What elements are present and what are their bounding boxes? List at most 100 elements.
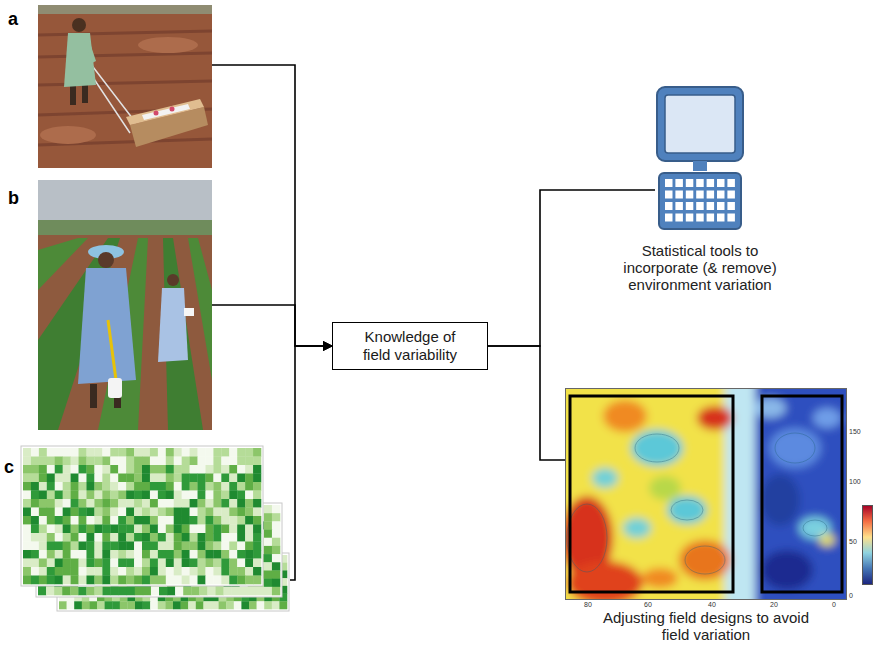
heatmap-cell — [198, 465, 206, 474]
heatmap-layer — [36, 503, 282, 597]
heatmap-cell — [134, 448, 142, 457]
heatmap-cell — [253, 482, 261, 491]
heatmap-cell — [23, 465, 31, 474]
heatmap-cell — [94, 550, 102, 559]
heatmap-cell — [272, 530, 280, 538]
heatmap-cell — [55, 525, 63, 534]
heatmap-cell — [63, 516, 71, 525]
heatmap-cell — [110, 491, 118, 500]
heatmap-cell — [237, 465, 245, 474]
heatmap-cell — [174, 567, 182, 576]
heatmap-cell — [150, 482, 158, 491]
heatmap-cell — [279, 601, 287, 609]
heatmap-cell — [264, 563, 272, 571]
caption: Statistical tools to incorporate (& remo… — [605, 242, 795, 293]
heatmap-cell — [86, 499, 94, 508]
heatmap-cell — [86, 559, 94, 568]
heatmap-cell — [38, 587, 46, 595]
heatmap-cell — [190, 559, 198, 568]
heatmap-cell — [94, 482, 102, 491]
heatmap-cell — [150, 448, 158, 457]
heatmap-cell — [174, 525, 182, 534]
heatmap-cell — [253, 448, 261, 457]
heatmap-cell — [39, 457, 47, 466]
heatmap-cell — [150, 533, 158, 542]
heatmap-cell — [134, 533, 142, 542]
keys — [665, 179, 735, 222]
heatmap-cell — [39, 542, 47, 551]
heatmap-cell — [31, 474, 39, 483]
heatmap-cell — [241, 601, 249, 609]
heatmap-cell — [205, 474, 213, 483]
heatmap-cell — [245, 491, 253, 500]
heatmap-cell — [63, 542, 71, 551]
heatmap-cell — [245, 465, 253, 474]
heatmap-cell — [264, 570, 272, 578]
field-map-node: Adjusting field designs to avoid field v… — [565, 388, 847, 600]
key — [696, 202, 704, 210]
heatmap-cell — [142, 525, 150, 534]
heatmap-cell — [63, 567, 71, 576]
heatmap-cell — [31, 516, 39, 525]
key — [727, 179, 735, 187]
heatmap-cell — [272, 555, 280, 563]
key — [675, 202, 683, 210]
heatmap-cell — [134, 576, 142, 585]
heatmap-cell — [71, 516, 79, 525]
heatmap-cell — [71, 465, 79, 474]
heatmap-cell — [86, 533, 94, 542]
heatmap-cell — [134, 499, 142, 508]
heatmap-cell — [118, 542, 126, 551]
heatmap-cell — [86, 525, 94, 534]
heatmap-cell — [142, 533, 150, 542]
heatmap-cell — [190, 542, 198, 551]
heatmap-cell — [118, 448, 126, 457]
heatmap-cell — [110, 542, 118, 551]
heatmap-cell — [39, 499, 47, 508]
heatmap-cell — [166, 474, 174, 483]
heatmap-cell — [198, 482, 206, 491]
key — [707, 214, 715, 222]
heatmap-cell — [264, 578, 272, 586]
heatmap-cell — [221, 525, 229, 534]
heatmap-cell — [166, 516, 174, 525]
heatmap-cell — [79, 499, 87, 508]
heatmap-cell — [256, 587, 264, 595]
heatmap-cell — [182, 448, 190, 457]
heatmap-cell — [264, 555, 272, 563]
soil-patch — [40, 126, 96, 144]
heatmap-cell — [158, 465, 166, 474]
connector — [212, 65, 332, 346]
heatmap-border — [36, 503, 282, 597]
heatmap-cell — [126, 457, 134, 466]
heatmap-cell — [142, 576, 150, 585]
key — [696, 179, 704, 187]
heatmap-cell — [126, 448, 134, 457]
heatmap-cell — [190, 525, 198, 534]
heatmap-cell — [253, 457, 261, 466]
heatmap-cell — [142, 516, 150, 525]
heatmap-cell — [31, 491, 39, 500]
heatmap-cell — [86, 508, 94, 517]
heatmap-cell — [118, 491, 126, 500]
keyboard — [659, 173, 741, 229]
heatmap-cell — [245, 542, 253, 551]
connector — [488, 346, 565, 460]
heatmap-cell — [205, 465, 213, 474]
heatmap-cell — [79, 550, 87, 559]
heatmap-cell — [158, 448, 166, 457]
heatmap-cell — [78, 587, 86, 595]
heatmap-cell — [166, 550, 174, 559]
heatmap-cell — [229, 499, 237, 508]
heatmap-cell — [182, 457, 190, 466]
heatmap-cell — [55, 516, 63, 525]
far-trees — [38, 220, 212, 236]
heatmap-cell — [71, 491, 79, 500]
heatmap-border — [21, 446, 263, 586]
heatmap-cell — [102, 542, 110, 551]
heatmap-cell — [158, 533, 166, 542]
heatmap-cell — [166, 465, 174, 474]
heatmap-cell — [190, 508, 198, 517]
heatmap-cell — [102, 465, 110, 474]
heatmap-cell — [213, 567, 221, 576]
